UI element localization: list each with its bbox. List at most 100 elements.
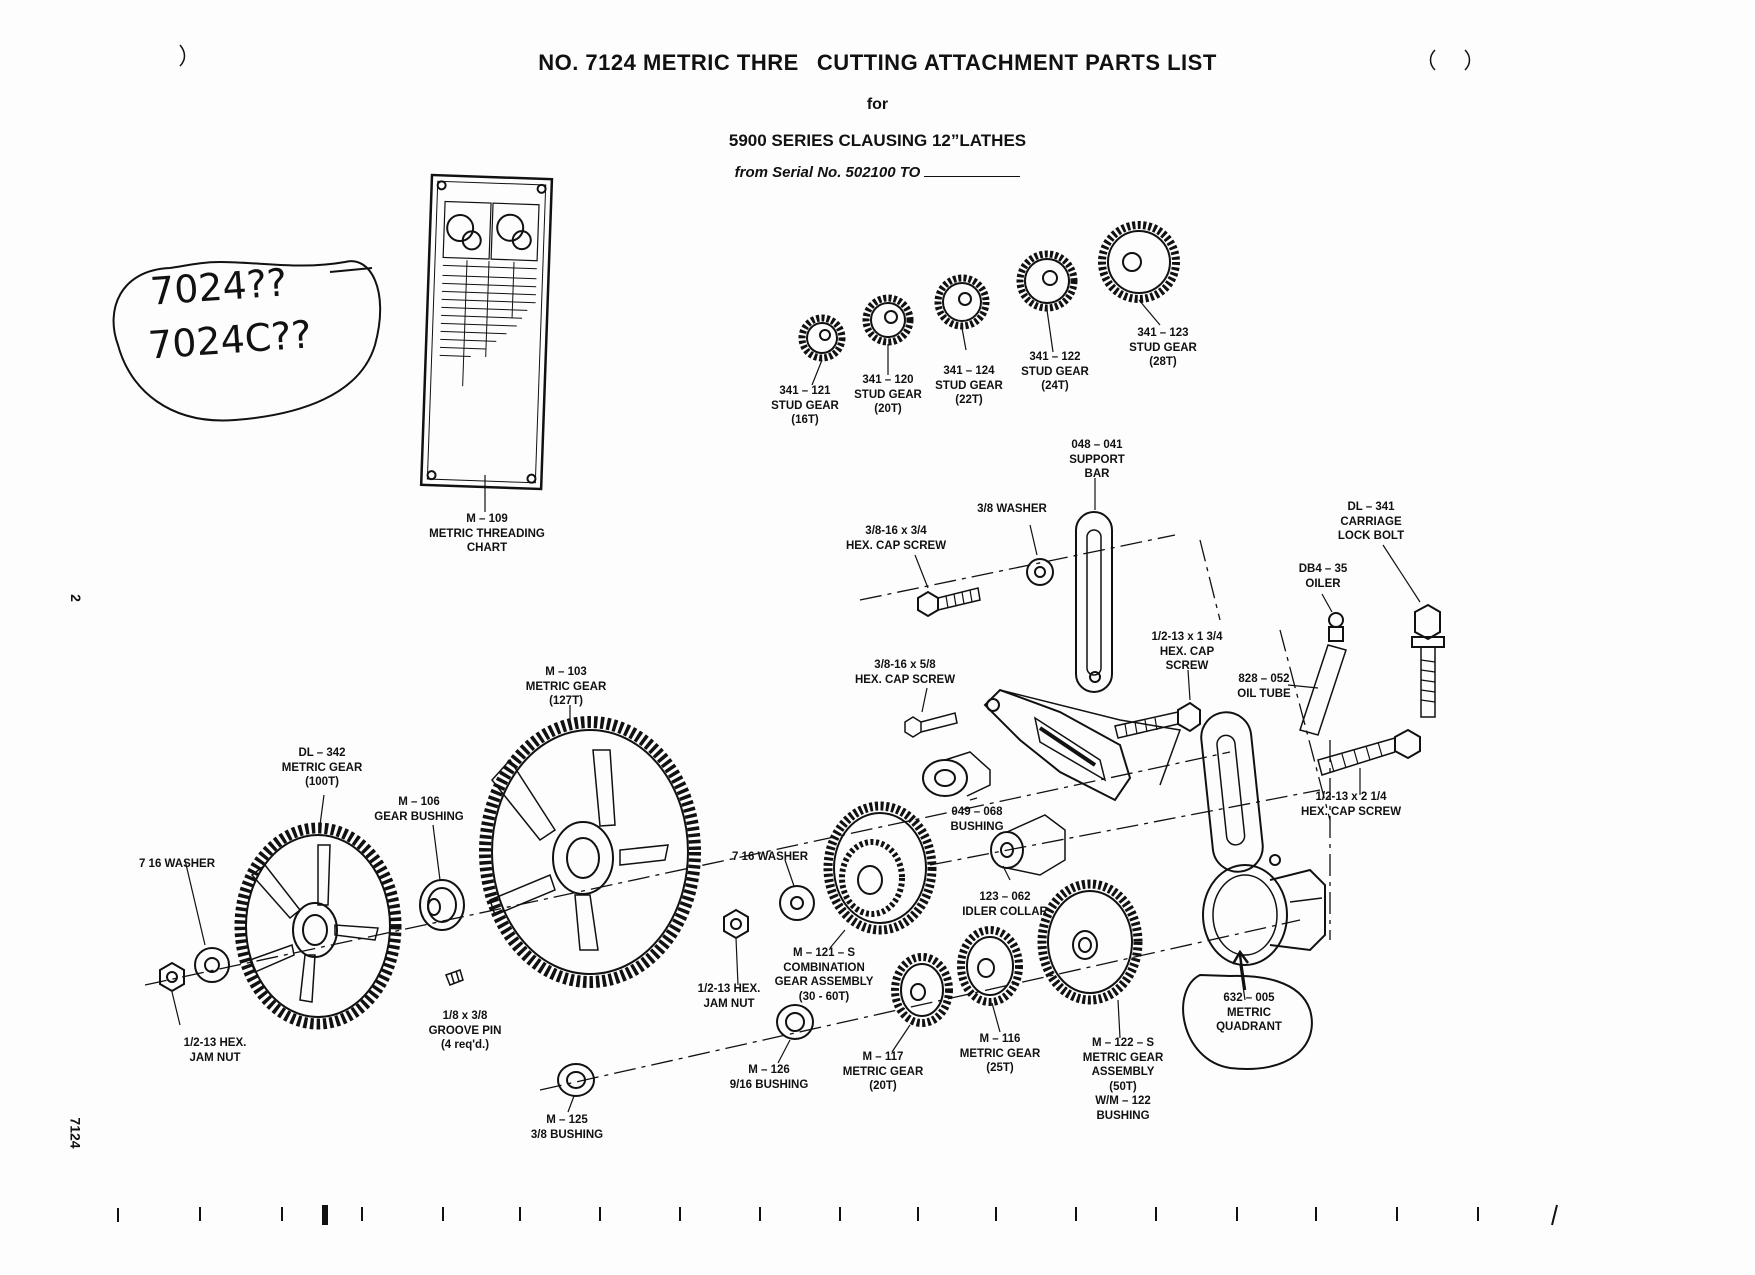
gear-50t-drawing xyxy=(1037,879,1143,1039)
part-label-washer38: 3/8 WASHER xyxy=(977,502,1047,517)
part-label-line: STUD GEAR xyxy=(1021,365,1089,378)
serial-blank-line xyxy=(924,163,1021,177)
part-label-line: 048 – 041 xyxy=(1071,439,1123,451)
part-label-line: 1/2-13 x 1 3/4 xyxy=(1151,631,1223,643)
doc-number: 7124 xyxy=(67,1117,84,1149)
part-label-line: M – 106 xyxy=(398,796,440,808)
bushing-049-drawing xyxy=(922,751,991,801)
part-label-line: M – 116 xyxy=(979,1033,1021,1045)
part-label-oiler: DB4 – 35 OILER xyxy=(1299,562,1348,591)
part-label-line: 1/2-13 HEX. xyxy=(697,983,761,995)
part-label-line: 341 – 124 xyxy=(943,365,995,377)
part-label-line: 341 – 123 xyxy=(1137,327,1189,339)
part-label-line: (28T) xyxy=(1149,356,1177,368)
part-label-line: COMBINATION xyxy=(783,961,865,974)
gear-127t-drawing xyxy=(479,705,701,988)
part-label-line: 049 – 068 xyxy=(951,806,1003,818)
part-label-line: (24T) xyxy=(1041,380,1069,392)
support-bar-drawing xyxy=(1075,478,1113,693)
part-label-line: 341 – 120 xyxy=(862,374,914,386)
part-label-line: 341 – 121 xyxy=(779,385,831,397)
part-label-line: DL – 341 xyxy=(1347,501,1395,513)
part-label-line: STUD GEAR xyxy=(1129,341,1197,354)
part-label-line: BAR xyxy=(1084,468,1110,480)
part-label-line: 3/8-16 x 5/8 xyxy=(874,659,936,671)
gear-25t-drawing xyxy=(957,926,1023,1033)
part-label-line: (127T) xyxy=(549,695,583,707)
part-label-line: 3/8 WASHER xyxy=(977,503,1047,515)
part-label-line: METRIC GEAR xyxy=(281,761,363,774)
gear-100t-drawing xyxy=(234,794,402,1030)
part-label-line: HEX. CAP xyxy=(1159,645,1215,658)
part-label-line: (20T) xyxy=(874,403,902,415)
part-label-line: DL – 342 xyxy=(298,747,346,759)
combination-gear-drawing xyxy=(823,801,937,949)
part-label-line: 3/8-16 x 3/4 xyxy=(865,525,927,537)
part-label-line: M – 122 – S xyxy=(1091,1037,1154,1049)
part-label-line: 3/8 BUSHING xyxy=(530,1128,604,1141)
idler-collar-drawing xyxy=(990,814,1066,881)
quadrant-outline xyxy=(1182,973,1313,1070)
part-label-line: M – 103 xyxy=(545,666,587,678)
part-label-line: HEX. CAP SCREW xyxy=(1300,805,1402,818)
part-label-line: W/M – 122 xyxy=(1095,1095,1151,1107)
part-label-line: M – 117 xyxy=(862,1051,904,1063)
part-label-line: 7 16 WASHER xyxy=(138,858,216,870)
cap-screw-1-34-drawing xyxy=(1114,669,1201,739)
threading-chart-drawing xyxy=(419,173,554,491)
part-label-line: OILER xyxy=(1305,577,1341,590)
part-label-line: METRIC GEAR xyxy=(959,1047,1041,1060)
part-label-line: METRIC GEAR xyxy=(842,1065,924,1078)
part-label-line: DB4 – 35 xyxy=(1298,563,1348,575)
part-label-line: HEX. CAP SCREW xyxy=(854,673,956,686)
bushing-916-drawing xyxy=(776,1004,814,1064)
part-label-line: (100T) xyxy=(305,776,339,788)
part-label-line: CHART xyxy=(466,542,508,554)
part-label-line: (20T) xyxy=(869,1080,897,1092)
part-label-line: (4 req'd.) xyxy=(440,1039,490,1051)
cap-screw-2-14-drawing xyxy=(1317,728,1421,795)
part-label-line: BUSHING xyxy=(950,820,1004,833)
groove-pin-drawing xyxy=(445,969,464,986)
oiler-drawing xyxy=(1287,593,1347,736)
handwritten-outline xyxy=(112,260,382,422)
cap-screw-34-drawing xyxy=(914,554,981,618)
part-label-line: IDLER COLLAR xyxy=(962,905,1048,918)
part-label-line: LOCK BOLT xyxy=(1337,530,1405,542)
part-label-line: M – 126 xyxy=(748,1064,790,1076)
page-number: 2 xyxy=(67,594,84,602)
part-label-line: ASSEMBLY xyxy=(1091,1066,1155,1078)
part-label-line: (22T) xyxy=(955,394,983,406)
lathe-series: 5900 SERIES CLAUSING 12”LATHES xyxy=(728,131,1027,150)
part-label-line: (30 - 60T) xyxy=(798,990,850,1003)
part-label-line: M – 121 – S xyxy=(792,947,855,959)
part-label-line: M – 125 xyxy=(546,1114,588,1126)
part-label-line: (50T) xyxy=(1109,1080,1137,1093)
part-label-line: GEAR BUSHING xyxy=(374,810,464,823)
part-label-bushing38: M – 125 3/8 BUSHING xyxy=(531,1113,603,1142)
part-label-line: 1/2-13 x 2 1/4 xyxy=(1315,791,1387,803)
part-label-jamnut2: 1/2-13 HEX.JAM NUT xyxy=(184,1036,247,1065)
part-label-line: STUD GEAR xyxy=(854,388,922,401)
serial-text: from Serial No. 502100 TO xyxy=(734,164,921,181)
bracket-drawing xyxy=(983,688,1182,802)
part-label-jamnut1: 1/2-13 HEX.JAM NUT xyxy=(698,982,761,1011)
part-label-line: STUD GEAR xyxy=(771,399,839,412)
part-label-line: GEAR ASSEMBLY xyxy=(774,976,874,988)
